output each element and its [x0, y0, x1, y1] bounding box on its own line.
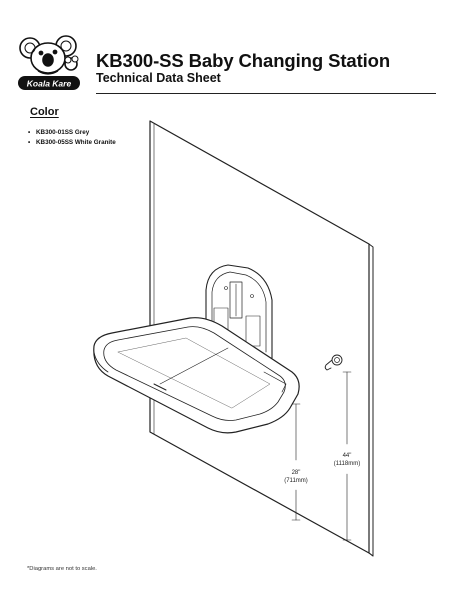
color-heading: Color — [30, 106, 59, 118]
page-title: KB300-SS Baby Changing Station — [96, 50, 391, 71]
color-list: •KB300-01SS Grey •KB300-05SS White Grani… — [28, 128, 116, 148]
color-item: •KB300-01SS Grey — [28, 129, 90, 136]
dimension-28-mm: (711mm) — [284, 478, 308, 484]
dimension-44-mm: (1118mm) — [334, 461, 360, 467]
dimension-44-in: 44" — [343, 453, 352, 459]
dimension-lines — [291, 371, 352, 541]
dimension-28-in: 28" — [292, 470, 301, 476]
wall-hook — [324, 354, 343, 371]
koala-kare-logo: Koala Kare — [18, 35, 80, 90]
color-item-label: KB300-01SS Grey — [36, 129, 90, 136]
color-item: •KB300-05SS White Granite — [28, 139, 116, 146]
footnote: *Diagrams are not to scale. — [27, 566, 97, 572]
header-divider — [96, 93, 436, 95]
changing-bed — [93, 317, 300, 434]
page-subtitle: Technical Data Sheet — [96, 71, 221, 85]
color-item-label: KB300-05SS White Granite — [36, 139, 116, 146]
logo-text: Koala Kare — [27, 79, 72, 89]
